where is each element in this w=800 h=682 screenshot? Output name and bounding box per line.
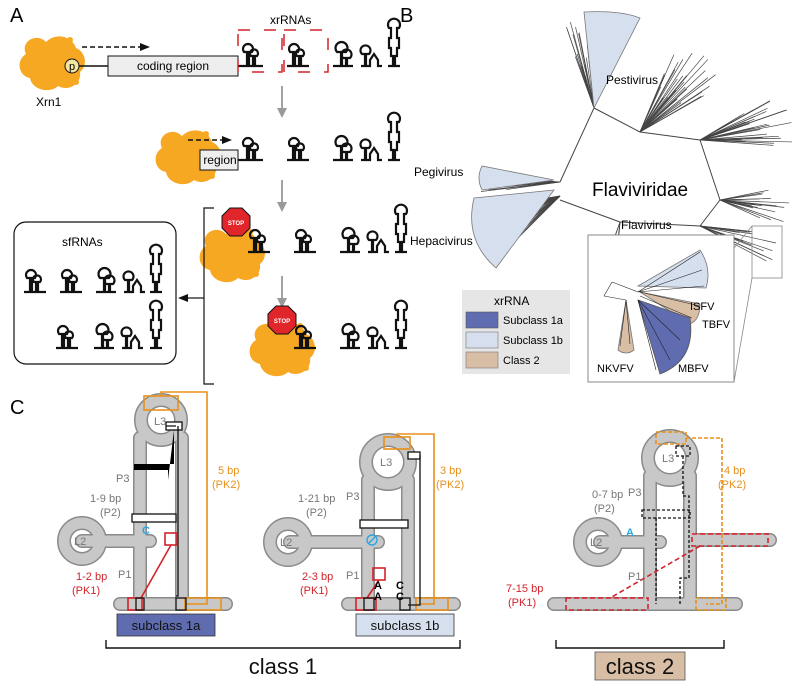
- hepacivirus-label: Hepacivirus: [410, 234, 473, 248]
- loop-l3-1a: L3: [154, 416, 166, 428]
- pestivirus-label: Pestivirus: [606, 73, 658, 87]
- class-2-bracket: [555, 640, 725, 649]
- panel-b: B Pestivirus Pegivirus Hepacivirus Flavi…: [400, 5, 793, 383]
- p2-label-2: (P2): [594, 503, 615, 515]
- rna-row-1: [237, 17, 402, 73]
- xrn1-label: Xrn1: [36, 95, 62, 109]
- isfv-wedge: [636, 249, 709, 289]
- flavivirus-label: Flavivirus: [621, 218, 672, 232]
- hepacivirus-wedge: [471, 189, 555, 269]
- pegivirus-label: Pegivirus: [414, 165, 463, 179]
- stem-p3-2: P3: [628, 487, 641, 499]
- class-1-label: class 1: [249, 654, 317, 679]
- pk1-label-1a: (PK1): [72, 585, 100, 597]
- sfrna-long: [22, 243, 164, 294]
- class-2-box: [594, 651, 686, 681]
- pk1-size-2: 7-15 bp: [506, 583, 543, 595]
- loop-l2-1b: L2: [280, 537, 292, 549]
- subclass-1a-box: [116, 613, 216, 637]
- subclass-1b-box: [355, 613, 455, 637]
- p2-label-1a: (P2): [100, 507, 121, 519]
- pk2-label-2: (PK2): [718, 479, 746, 491]
- pegivirus-wedge: [478, 165, 555, 191]
- pestivirus-wedge: [583, 11, 641, 110]
- isfv-label: ISFV: [690, 301, 715, 313]
- stem-p1-1a: P1: [118, 569, 131, 581]
- stop-sign-1: [221, 207, 251, 237]
- pk2-label-1b: (PK2): [436, 479, 464, 491]
- sfrnas-box: [13, 221, 177, 365]
- phosphate-label: p: [69, 61, 75, 73]
- mbfv-wedge: [637, 299, 692, 375]
- xrrnas-label: xrRNAs: [270, 13, 311, 27]
- panel-c-letter: C: [10, 397, 24, 419]
- legend-item: Class 2: [465, 351, 540, 369]
- svg-text:Subclass 1a: Subclass 1a: [503, 315, 564, 327]
- subclass-1b-label: subclass 1b: [371, 618, 440, 633]
- pk1-size-1b: 2-3 bp: [302, 571, 333, 583]
- subclass-1a-label: subclass 1a: [132, 618, 201, 633]
- nucleotide-c2-1b: C: [396, 591, 404, 603]
- nucleotide-1a: C: [142, 525, 150, 537]
- stop-sign-2: [267, 305, 297, 335]
- family-label: Flaviviridae: [592, 180, 688, 201]
- nucleotide-a2-1b: A: [374, 591, 382, 603]
- p2-label-1b: (P2): [306, 507, 327, 519]
- pk1-label-2: (PK1): [508, 597, 536, 609]
- loop-l3-1b: L3: [380, 457, 392, 469]
- stem-p1-1b: P1: [346, 570, 359, 582]
- stem-p3-1b: P3: [346, 491, 359, 503]
- structure-class-2: L3 P3 L2 P1 0-7 bp (P2) A 4 bp (PK2) 7-1…: [506, 429, 777, 611]
- svg-text:Subclass 1b: Subclass 1b: [503, 335, 563, 347]
- loop-l3-2: L3: [662, 453, 674, 465]
- structure-subclass-1b: A A C C L3 P3 L2 P1 1-21 bp (P2) 3 bp (P…: [263, 433, 464, 637]
- nucleotide-a1-1b: A: [374, 580, 382, 592]
- class-2-label: class 2: [606, 654, 674, 679]
- structure-subclass-1a: L3 P3 L2 P1 1-9 bp (P2) C 5 bp (PK2) 1-2…: [57, 391, 240, 637]
- legend-item: Subclass 1b: [465, 331, 563, 349]
- coding-region-label: coding region: [137, 59, 209, 73]
- nucleotide-c1-1b: C: [396, 580, 404, 592]
- panel-b-letter: B: [400, 5, 413, 27]
- nkvfv-label: NKVFV: [597, 363, 634, 375]
- stem-p3-1a: P3: [116, 473, 129, 485]
- class-1-bracket: [105, 640, 461, 649]
- nucleotide-2: A: [626, 527, 634, 539]
- mbfv-label: MBFV: [678, 363, 709, 375]
- panel-c: C: [10, 391, 777, 681]
- svg-text:Class 2: Class 2: [503, 355, 540, 367]
- p2-size-1a: 1-9 bp: [90, 493, 121, 505]
- pk1-label-1b: (PK1): [300, 585, 328, 597]
- sfrnas-label: sfRNAs: [62, 235, 103, 249]
- region-label: region: [203, 153, 236, 167]
- legend-title: xrRNA: [494, 294, 529, 308]
- tbfv-label: TBFV: [702, 319, 731, 331]
- rna-row-2: [238, 111, 402, 162]
- pk1-size-1a: 1-2 bp: [76, 571, 107, 583]
- rna-row-3: [246, 203, 409, 254]
- panel-a-letter: A: [10, 5, 24, 27]
- loop-l2-2: L2: [590, 537, 602, 549]
- pk2-label-1a: (PK2): [212, 479, 240, 491]
- nkvfv-wedge: [617, 299, 635, 354]
- legend-item: Subclass 1a: [465, 311, 564, 329]
- p2-size-1b: 1-21 bp: [298, 493, 335, 505]
- pk2-size-1a: 5 bp: [218, 465, 239, 477]
- p2-size-2: 0-7 bp: [592, 489, 623, 501]
- stem-p1-2: P1: [628, 571, 641, 583]
- pk2-size-1b: 3 bp: [440, 465, 461, 477]
- flavivirus-source-box: [751, 225, 783, 279]
- flavivirus-branches: [603, 251, 705, 371]
- sfrna-short: [54, 299, 164, 350]
- loop-l2-1a: L2: [74, 536, 86, 548]
- pk2-size-2: 4 bp: [724, 465, 745, 477]
- panel-a: A p Xrn1 coding region xrRNAs region: [10, 5, 409, 385]
